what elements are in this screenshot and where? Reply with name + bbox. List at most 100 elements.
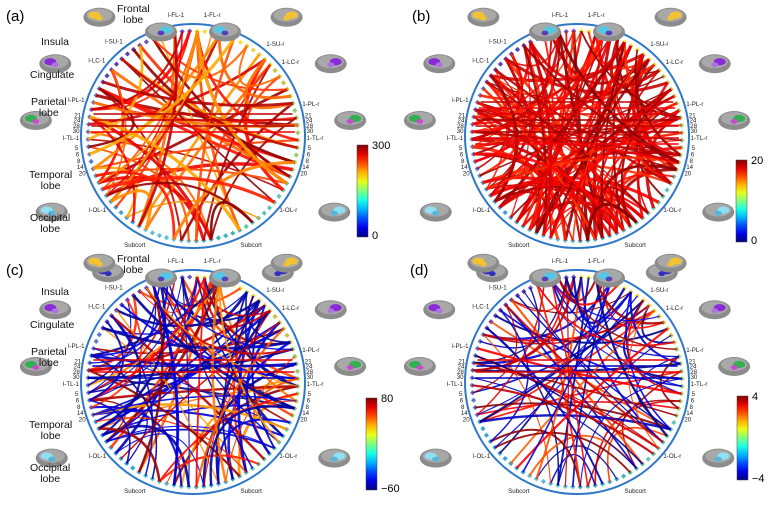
node-label-left-insula: l-SU-1 bbox=[105, 284, 123, 291]
node-label-subcort-left: Subcort bbox=[124, 488, 146, 495]
node-number: 5 bbox=[459, 145, 463, 152]
brain-icon-highlight bbox=[157, 30, 165, 36]
node-number: 6 bbox=[691, 397, 695, 404]
node-marker bbox=[620, 473, 627, 479]
connection-link bbox=[91, 30, 191, 111]
connection-link bbox=[91, 31, 184, 111]
connection-link bbox=[89, 277, 206, 402]
colorbar bbox=[356, 144, 369, 238]
brain-icon-temporal bbox=[702, 448, 735, 468]
panel-label-d: (d) bbox=[410, 262, 429, 279]
brain-icon-cingulate bbox=[423, 54, 456, 74]
connection-link bbox=[238, 45, 280, 87]
brain-icon-highlight bbox=[346, 365, 354, 370]
connection-link bbox=[159, 281, 280, 443]
brain-icon-highlight bbox=[480, 261, 487, 267]
node-number: 24 bbox=[458, 118, 465, 125]
colorbar-max-label: 80 bbox=[381, 393, 394, 405]
node-marker bbox=[124, 51, 131, 57]
connection-link bbox=[93, 395, 297, 416]
connection-link bbox=[479, 414, 671, 431]
connection-link bbox=[91, 354, 158, 480]
colorbar bbox=[735, 159, 748, 243]
region-label-insula: Insula bbox=[41, 36, 70, 48]
connection-link bbox=[511, 276, 575, 312]
node-label-right-insula: 1-SU-r bbox=[266, 41, 284, 48]
node-label-left-temporal: l-TL-1 bbox=[447, 381, 464, 388]
node-label-left-insula: l-SU-1 bbox=[489, 284, 507, 291]
node-marker bbox=[674, 346, 680, 352]
connection-link bbox=[516, 295, 672, 430]
connection-link bbox=[87, 45, 144, 141]
connection-link bbox=[494, 68, 672, 185]
node-marker bbox=[96, 331, 102, 338]
node-label-right-temporal: 1-TL-r bbox=[691, 381, 708, 388]
node-marker bbox=[149, 230, 156, 236]
connection-link bbox=[102, 327, 247, 473]
node-number: 6 bbox=[76, 151, 80, 158]
brain-icon-highlight bbox=[283, 261, 290, 267]
connection-link bbox=[98, 87, 183, 241]
connection-link bbox=[485, 69, 509, 190]
node-number: 6 bbox=[307, 397, 311, 404]
node-number: 21 bbox=[305, 358, 312, 365]
brain-icon-highlight bbox=[416, 365, 424, 370]
brain-icon-highlight bbox=[327, 308, 335, 314]
node-marker bbox=[521, 288, 527, 295]
node-number: 6 bbox=[460, 397, 464, 404]
connection-link bbox=[180, 277, 249, 327]
node-number: 24 bbox=[74, 364, 81, 371]
connection-link bbox=[522, 45, 548, 236]
colorbar-max-label: 20 bbox=[751, 155, 764, 167]
node-number: 5 bbox=[75, 145, 79, 152]
brain-icon-highlight bbox=[714, 210, 722, 216]
node-marker bbox=[223, 233, 229, 239]
connection-link bbox=[564, 277, 569, 487]
node-number: 28 bbox=[690, 369, 697, 376]
connection-link bbox=[110, 315, 154, 476]
node-number: 6 bbox=[76, 397, 80, 404]
connection-link bbox=[473, 362, 659, 449]
brain-icon-highlight bbox=[435, 62, 443, 68]
connection-link bbox=[594, 400, 681, 486]
connection-link bbox=[594, 278, 668, 437]
panel-label-c: (c) bbox=[6, 262, 24, 279]
brain-icon-highlight bbox=[432, 456, 440, 462]
connection-link bbox=[152, 284, 179, 486]
node-marker bbox=[555, 482, 561, 488]
brain-icon-insula bbox=[467, 7, 500, 27]
brain-icon-highlight bbox=[274, 271, 282, 277]
node-marker bbox=[562, 483, 568, 489]
node-label-right-frontal: 1-FL-r bbox=[204, 12, 221, 19]
colorbar bbox=[365, 397, 378, 491]
node-number: 24 bbox=[690, 118, 697, 125]
connection-link bbox=[243, 58, 294, 110]
connection-link bbox=[549, 116, 681, 239]
connection-link bbox=[195, 30, 288, 185]
connection-link bbox=[473, 362, 677, 417]
connection-link bbox=[218, 280, 280, 443]
node-number: 5 bbox=[692, 391, 696, 398]
node-number: 28 bbox=[457, 369, 464, 376]
connection-link bbox=[89, 38, 235, 156]
connection-link bbox=[139, 276, 198, 313]
connection-link bbox=[473, 152, 618, 234]
node-label-left-temporal: l-TL-1 bbox=[63, 135, 80, 142]
connection-link bbox=[565, 276, 583, 298]
brain-icon-frontal bbox=[529, 268, 561, 288]
brain-icon-highlight bbox=[730, 365, 738, 370]
node-marker bbox=[88, 158, 94, 165]
node-label-right-cingulate: 1-LC-r bbox=[666, 59, 684, 66]
node-label-subcort-left: Subcort bbox=[508, 242, 530, 249]
connection-link bbox=[115, 299, 260, 328]
connection-link bbox=[486, 81, 649, 214]
brain-icon-parietal bbox=[19, 356, 52, 376]
brain-icon-highlight bbox=[48, 456, 56, 462]
node-label-right-parietal: 1-PL-r bbox=[686, 101, 703, 108]
connection-link bbox=[132, 48, 296, 164]
node-number: 14 bbox=[77, 410, 84, 417]
brain-icon-cingulate bbox=[698, 300, 731, 320]
